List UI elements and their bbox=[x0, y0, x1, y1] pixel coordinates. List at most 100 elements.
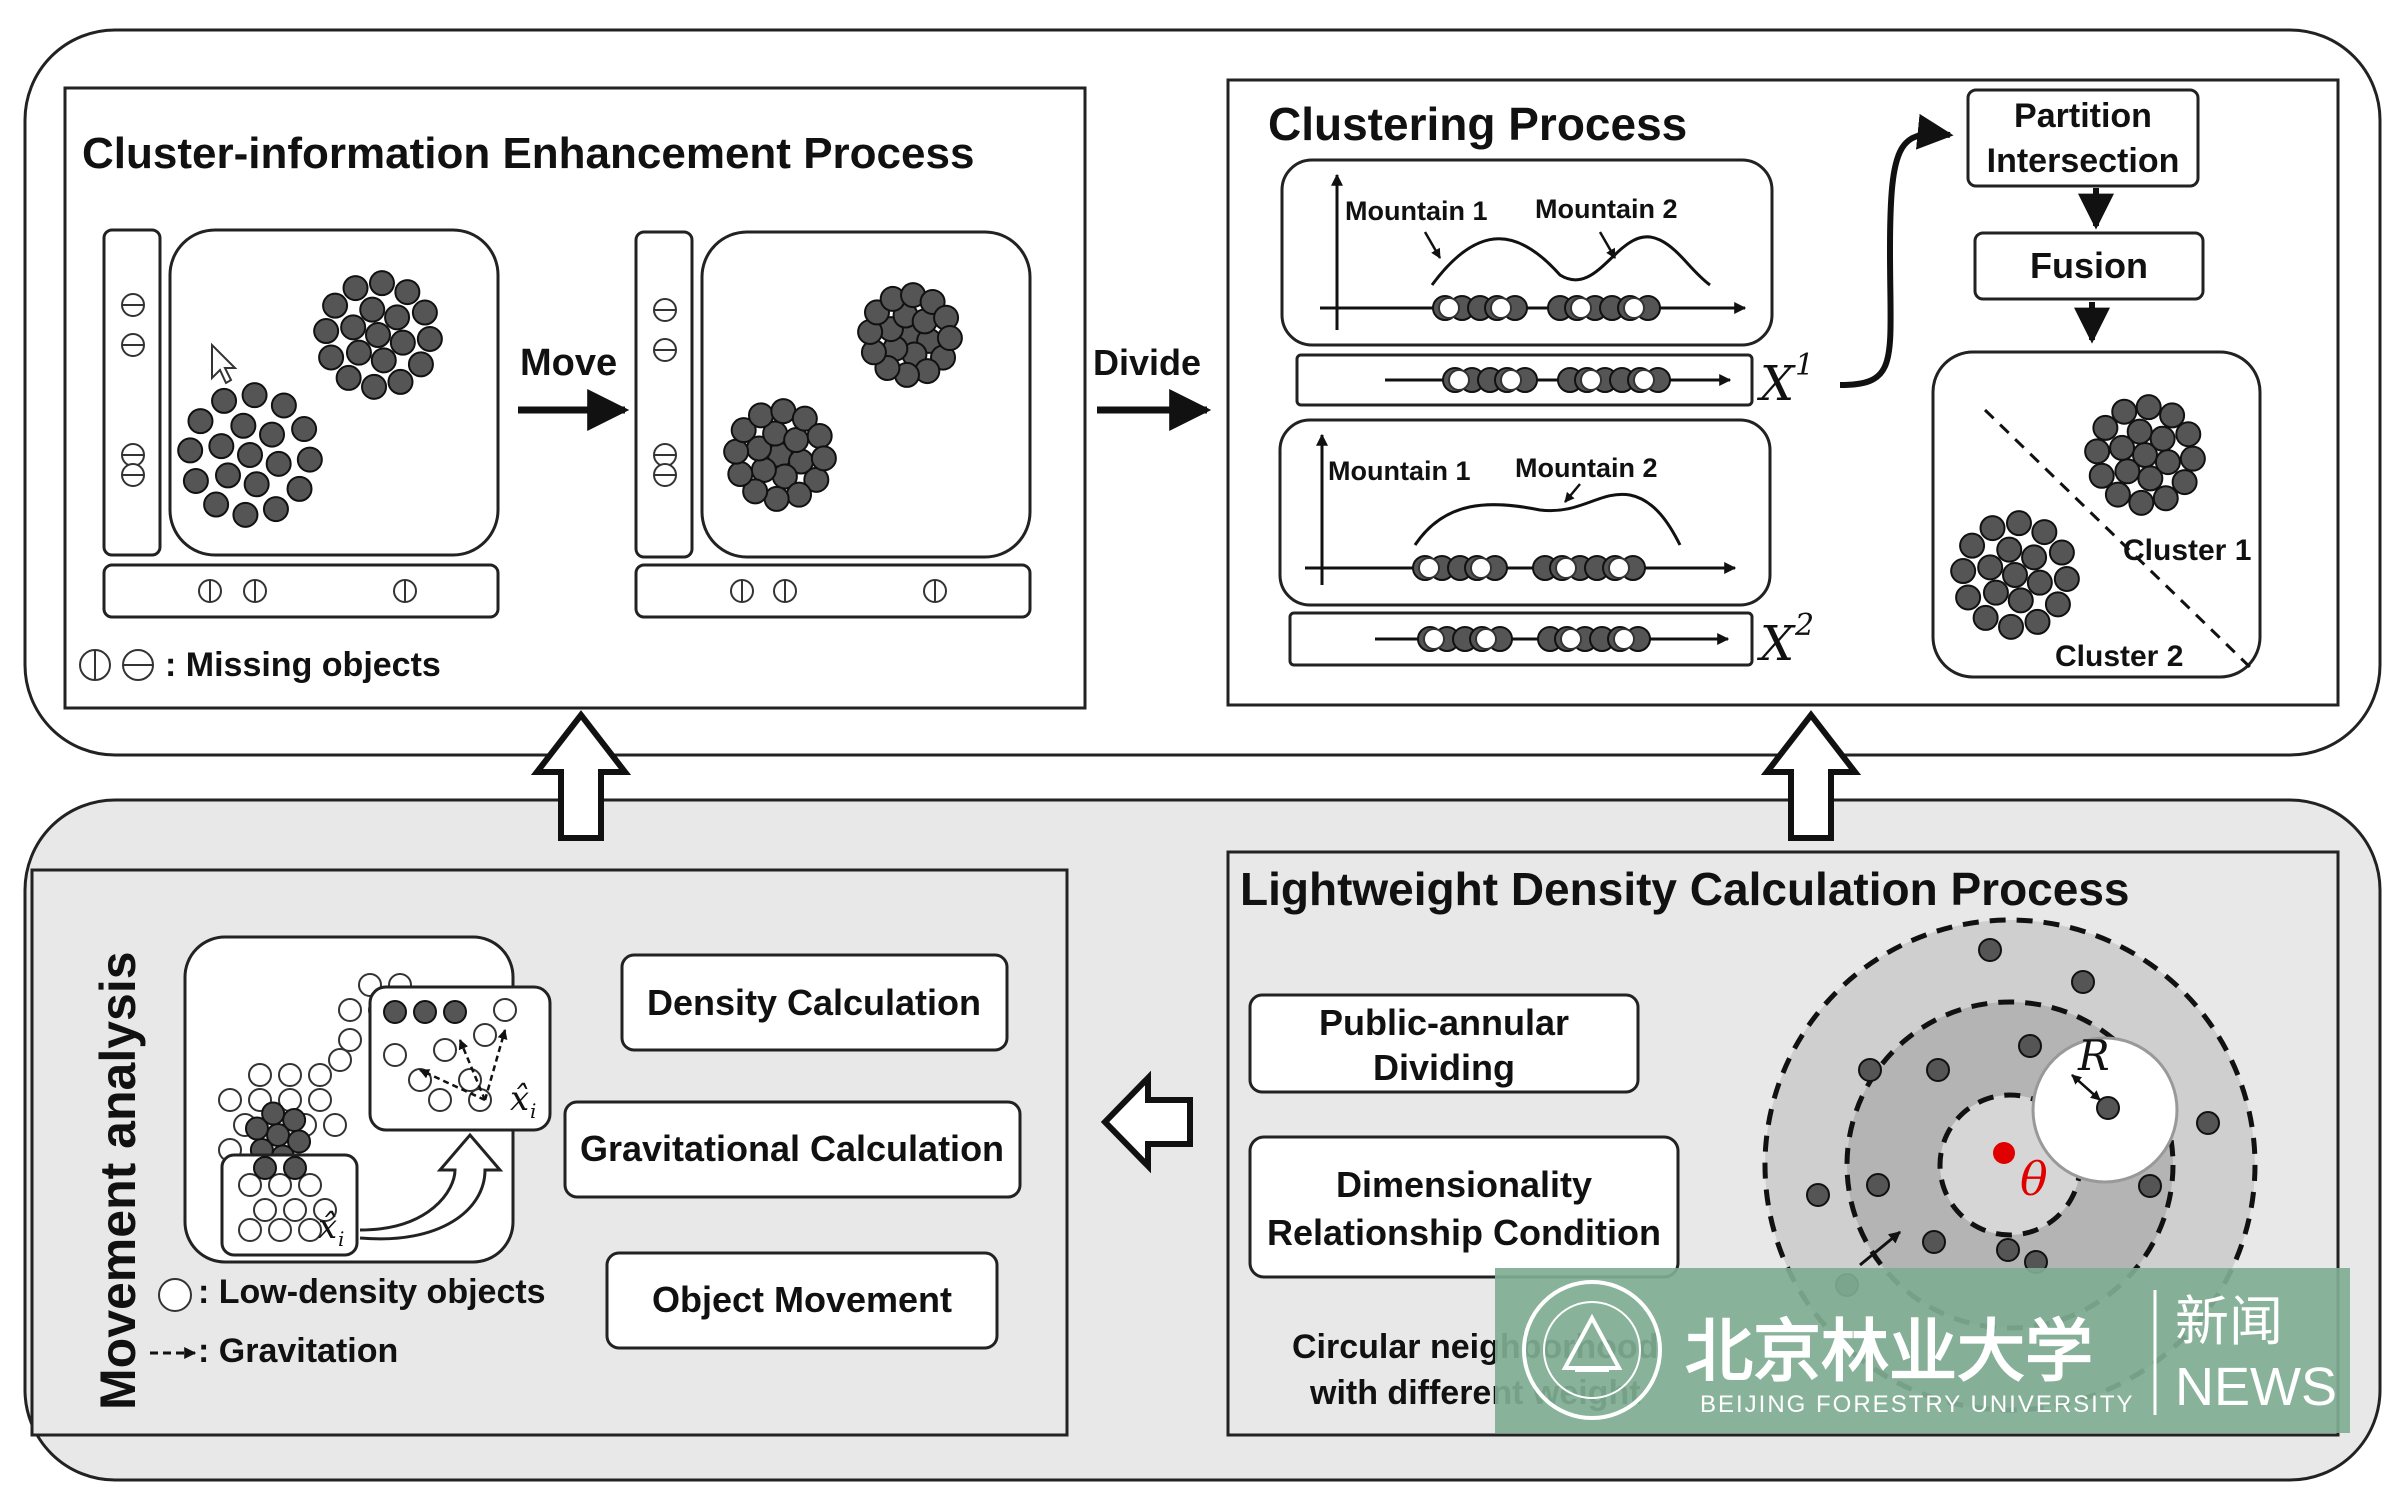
data-point bbox=[345, 339, 372, 366]
mountain1-label-a: Mountain 1 bbox=[1345, 196, 1488, 226]
dense-object bbox=[282, 1108, 307, 1133]
xhat-symbol-a: x̂ bbox=[318, 1207, 337, 1247]
xhat-sub-b: i bbox=[530, 1099, 536, 1123]
dense-object bbox=[244, 1116, 269, 1141]
university-name-en: BEIJING FORESTRY UNIVERSITY bbox=[1700, 1391, 2135, 1418]
cluster-point bbox=[1982, 579, 2009, 606]
cluster-enhancement-panel: Cluster-information Enhancement Process … bbox=[63, 86, 1087, 710]
divide-label: Divide bbox=[1093, 342, 1201, 383]
gravitational-calculation-box bbox=[563, 1100, 1022, 1199]
data-point bbox=[359, 296, 386, 323]
data-point bbox=[723, 438, 750, 465]
partition-label: Partition bbox=[2014, 97, 2152, 135]
low-density-object bbox=[468, 1088, 492, 1112]
move-label: Move bbox=[520, 342, 617, 384]
data-point bbox=[291, 416, 318, 443]
data-point bbox=[211, 387, 238, 414]
cluster-point bbox=[2002, 562, 2028, 588]
mountain-curve-1 bbox=[1430, 235, 1711, 287]
low-density-object bbox=[238, 1173, 262, 1197]
university-logo-text: 北京林业大学 bbox=[1685, 1312, 2093, 1392]
data-point bbox=[286, 475, 313, 502]
x1-label: X bbox=[1756, 356, 1796, 412]
low-density-object bbox=[283, 1198, 307, 1222]
data-point bbox=[230, 412, 257, 439]
low-density-object bbox=[323, 1113, 347, 1137]
gravitation-vector bbox=[483, 1029, 508, 1101]
low-density-object bbox=[428, 1088, 452, 1112]
data-point bbox=[177, 437, 204, 464]
missing-marks-before bbox=[121, 293, 417, 603]
cluster-point bbox=[2109, 434, 2136, 461]
low-density-object bbox=[308, 1088, 332, 1112]
missing-objects-legend: : Missing objects bbox=[79, 646, 441, 684]
data-point bbox=[296, 446, 323, 473]
low-density-object bbox=[493, 998, 517, 1022]
sample-point bbox=[1922, 1230, 1946, 1254]
relationship-label: Relationship Condition bbox=[1267, 1212, 1661, 1253]
gravitation-legend: : Gravitation bbox=[198, 1332, 398, 1370]
partition-intersection-box bbox=[1966, 88, 2200, 188]
sample-point bbox=[2138, 1174, 2162, 1198]
low-density-object bbox=[458, 1068, 482, 1092]
data-point bbox=[810, 445, 837, 472]
data-point bbox=[361, 373, 388, 400]
cluster-point bbox=[2088, 462, 2115, 489]
cluster2-label: Cluster 2 bbox=[2055, 640, 2183, 673]
data-point bbox=[208, 433, 235, 460]
low-density-object bbox=[278, 1063, 302, 1087]
lightweight-title: Lightweight Density Calculation Process bbox=[1240, 863, 2130, 915]
data-point bbox=[730, 417, 757, 444]
cluster-point bbox=[2137, 465, 2164, 492]
sample-point bbox=[2196, 1111, 2220, 1135]
watermark: 北京林业大学 BEIJING FORESTRY UNIVERSITY 新闻 NE… bbox=[1495, 1268, 2350, 1433]
theta-symbol: θ bbox=[2020, 1152, 2048, 1206]
low-density-object bbox=[338, 998, 362, 1022]
bead-hollow bbox=[1500, 369, 1522, 391]
data-point bbox=[389, 329, 416, 356]
cluster-point bbox=[2044, 591, 2071, 618]
cluster-point bbox=[2135, 394, 2162, 421]
sample-point bbox=[2096, 1096, 2120, 1120]
move-curve-arrow bbox=[359, 1132, 504, 1241]
data-point bbox=[365, 322, 391, 348]
data-point bbox=[187, 408, 214, 435]
news-cn-label: 新闻 bbox=[2175, 1292, 2283, 1352]
dense-object bbox=[383, 1000, 407, 1024]
bead-hollow bbox=[1613, 628, 1635, 650]
data-point bbox=[763, 485, 790, 512]
curve-arrow-to-partition bbox=[1839, 113, 1954, 388]
movement-title: Movement analysis bbox=[90, 951, 146, 1410]
data-point bbox=[313, 318, 340, 345]
data-point bbox=[411, 299, 438, 326]
data-point bbox=[243, 471, 270, 498]
cluster-point bbox=[2084, 438, 2111, 465]
low-density-object bbox=[298, 1218, 322, 1242]
center-point bbox=[1993, 1142, 2015, 1164]
cluster-point bbox=[2159, 402, 2186, 429]
data-point bbox=[770, 398, 797, 425]
data-point bbox=[259, 421, 286, 448]
cluster-point bbox=[2005, 510, 2032, 537]
missing-marks-after bbox=[653, 298, 947, 603]
up-arrow-left bbox=[530, 710, 632, 841]
scatter-before bbox=[177, 270, 443, 528]
cluster-point bbox=[2175, 421, 2202, 448]
missing-objects-label: : Missing objects bbox=[165, 646, 441, 684]
sample-point bbox=[1926, 1058, 1950, 1082]
low-density-object bbox=[328, 1048, 352, 1072]
cluster-point bbox=[2007, 587, 2034, 614]
cluster-point bbox=[2114, 458, 2141, 485]
xhat-symbol-b: x̂ bbox=[510, 1079, 529, 1119]
bead-hollow bbox=[1423, 628, 1445, 650]
cluster-point bbox=[1955, 584, 1982, 611]
cluster-enhancement-title: Cluster-information Enhancement Process bbox=[82, 129, 974, 178]
cluster-point bbox=[1972, 604, 1999, 631]
x1-superscript: 1 bbox=[1795, 348, 1814, 383]
data-point bbox=[241, 382, 268, 409]
bead-hollow bbox=[1608, 557, 1630, 579]
sample-point bbox=[1996, 1238, 2020, 1262]
data-point bbox=[416, 325, 443, 352]
